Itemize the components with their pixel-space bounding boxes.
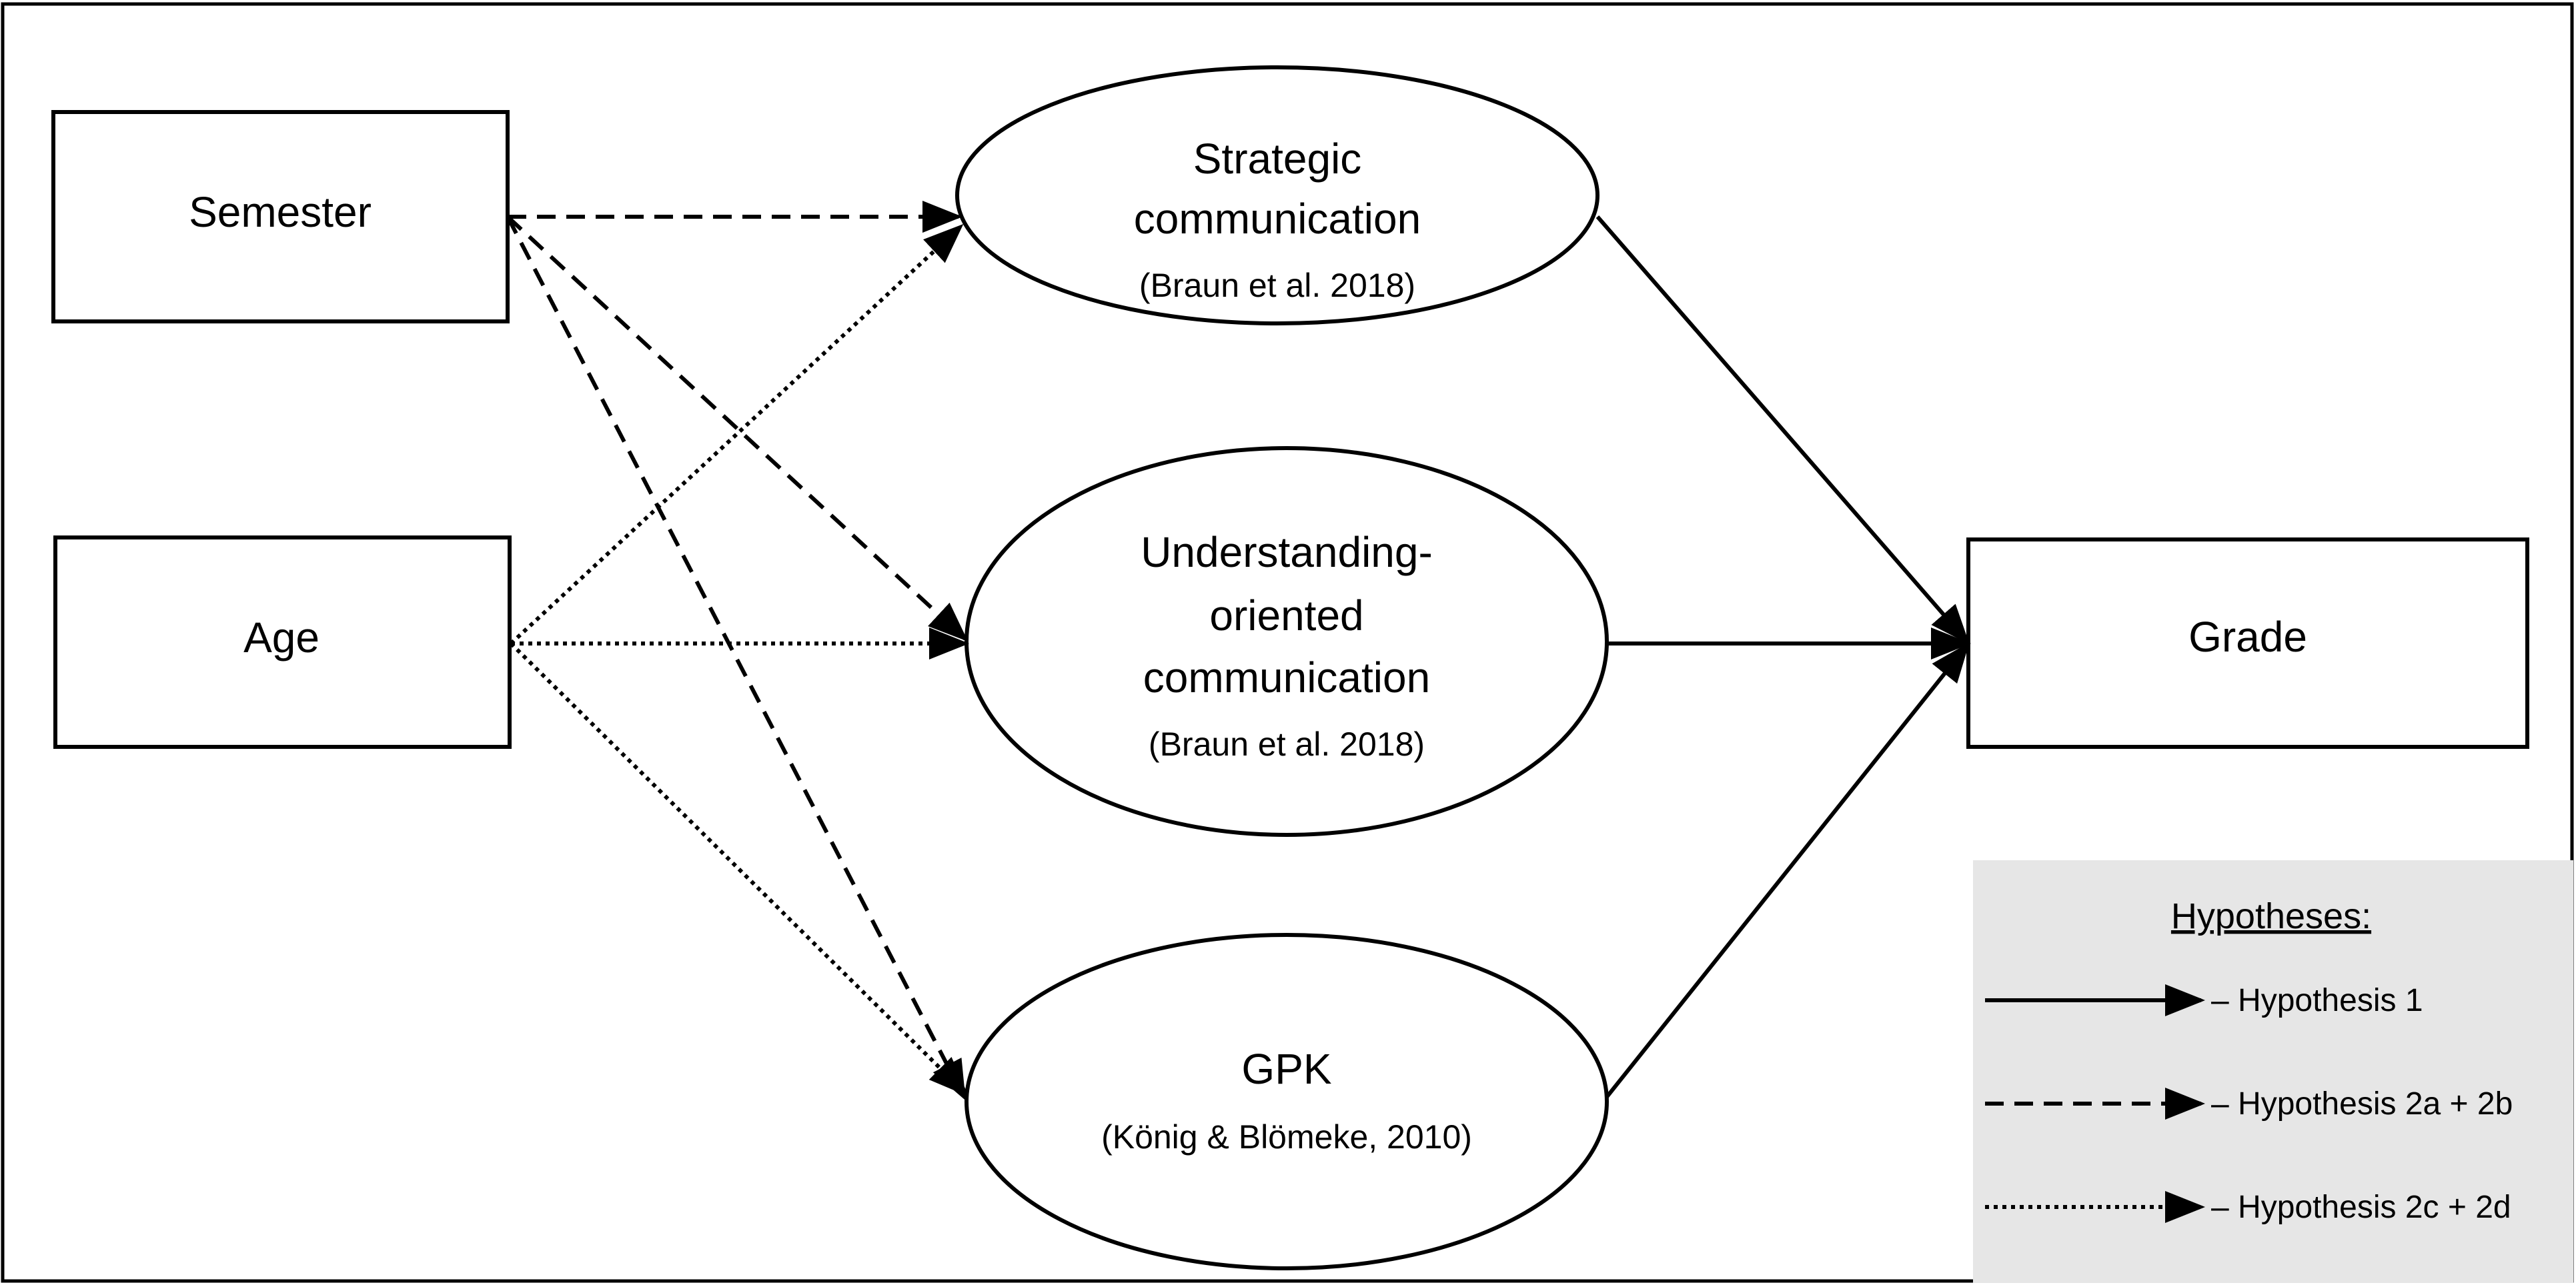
semester-label: Semester (189, 188, 372, 236)
legend-box (1973, 860, 2573, 1283)
strategic-label-line-2: communication (1134, 195, 1421, 243)
age-box (53, 535, 512, 749)
age-label: Age (243, 613, 319, 662)
arrow-semester-understanding (506, 215, 969, 642)
legend-item-2-label: – Hypothesis 2a + 2b (2211, 1086, 2513, 1122)
semester-box (51, 110, 510, 323)
understanding-ellipse (964, 446, 1609, 837)
understanding-label-line-1: Understanding- (1141, 528, 1433, 576)
legend-item-1-label: – Hypothesis 1 (2211, 983, 2423, 1018)
understanding-label-line-2: oriented (1209, 591, 1363, 639)
gpk-citation: (König & Blömeke, 2010) (1101, 1118, 1472, 1156)
arrow-strategic-grade (1595, 215, 1970, 645)
strategic-citation: (Braun et al. 2018) (1139, 267, 1415, 304)
arrow-gpk-grade (1605, 642, 1970, 1098)
strategic-label-line-1: Strategic (1193, 135, 1362, 183)
strategic-ellipse (955, 65, 1599, 325)
grade-label: Grade (2188, 613, 2307, 661)
gpk-ellipse (964, 933, 1609, 1270)
arrow-age-gpk (509, 641, 969, 1097)
arrow-age-strategic (509, 223, 964, 646)
legend-item-3-label: – Hypothesis 2c + 2d (2211, 1190, 2511, 1225)
gpk-label: GPK (1241, 1045, 1331, 1093)
grade-box (1966, 537, 2529, 749)
understanding-label-line-3: communication (1143, 654, 1430, 702)
understanding-citation: (Braun et al. 2018) (1149, 726, 1425, 763)
arrow-semester-gpk (506, 215, 966, 1101)
legend-title: Hypotheses: (2171, 896, 2371, 936)
